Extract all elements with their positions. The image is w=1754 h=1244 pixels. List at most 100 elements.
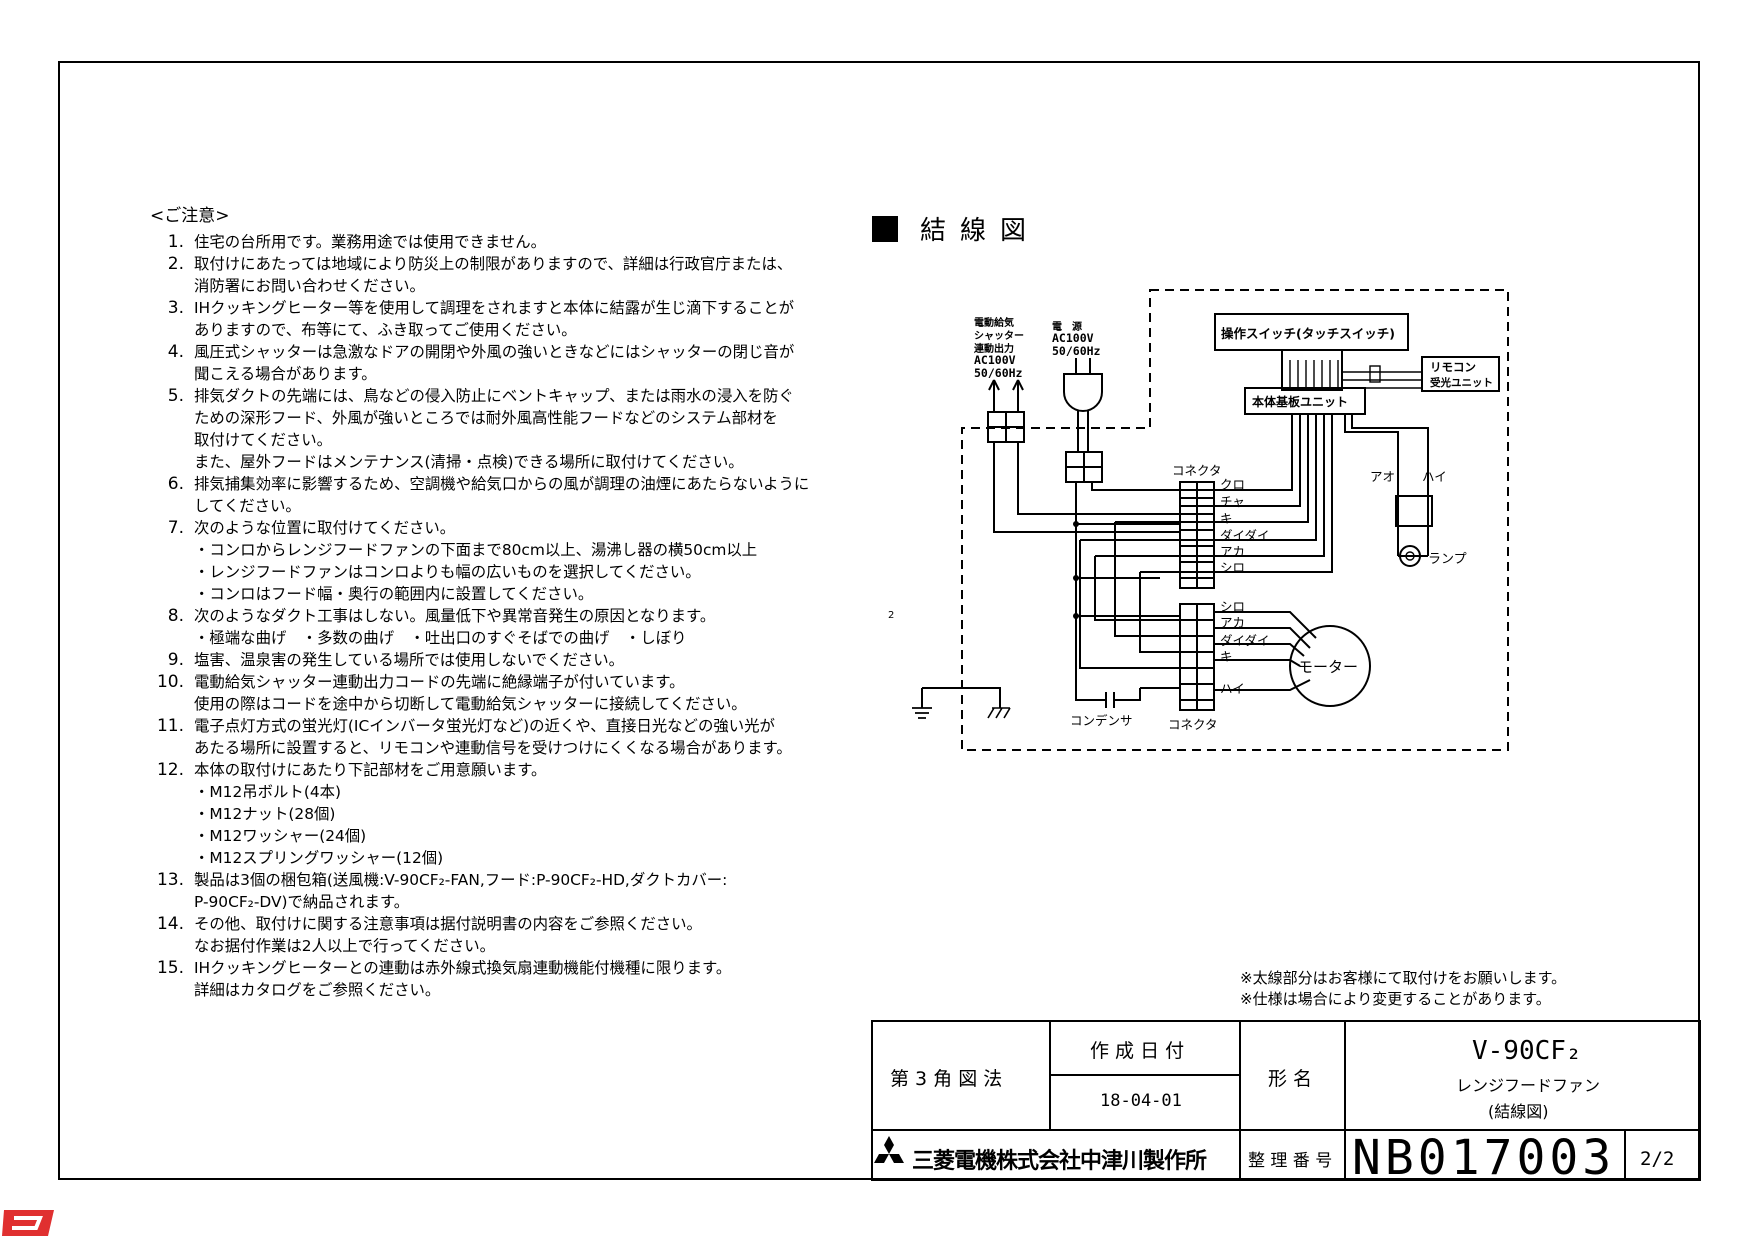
capacitor-label: コンデンサ [1070, 713, 1133, 728]
lamp-wire-gray: ハイ [1422, 469, 1447, 484]
diagram-title-text: 結線図 [920, 216, 1041, 246]
mitsubishi-logo-icon [872, 1136, 906, 1170]
lamp-connector [1395, 495, 1433, 527]
caution-notes: <ご注意> 1.住宅の台所用です。業務用途では使用できません。2.取付けにあたっ… [150, 205, 850, 1001]
lamp-label: ランプ [1428, 552, 1467, 567]
caution-list: 1.住宅の台所用です。業務用途では使用できません。2.取付けにあたっては地域によ… [150, 231, 850, 1001]
connector-bottom-label: コネクタ [1168, 717, 1218, 732]
caution-line: 消防署にお問い合わせください。 [194, 277, 425, 295]
caution-number: 12. [156, 760, 184, 780]
caution-item: 12.本体の取付けにあたり下記部材をご用意願います。・M12吊ボルト(4本)・M… [150, 759, 850, 869]
remote-label-1: リモコン [1430, 360, 1476, 374]
caution-number: 11. [156, 716, 184, 736]
caution-line: 風圧式シャッターは急激なドアの開閉や外風の強いときなどにはシャッターの閉じ音が [194, 343, 795, 361]
motor-label: モーター [1298, 658, 1359, 676]
caution-line: 聞こえる場合があります。 [194, 365, 377, 383]
caution-line: 詳細はカタログをご参照ください。 [194, 981, 441, 999]
caution-line: ありますので、布等にて、ふき取ってご使用ください。 [194, 321, 577, 339]
wire-top-label: クロ [1220, 477, 1246, 492]
board-box [1244, 387, 1366, 415]
caution-line: 電子点灯方式の蛍光灯(ICインバータ蛍光灯など)の近くや、直接日光などの強い光が [194, 717, 775, 735]
caution-line: あたる場所に設置すると、リモコンや連動信号を受けつけにくくなる場合があります。 [194, 739, 792, 757]
shutter-label-line: シャッター [974, 331, 1024, 342]
wire-top-label: キ [1220, 511, 1233, 526]
caution-line: 次のような位置に取付けてください。 [194, 519, 456, 537]
projection-method: 第 3 角 図 法 [890, 1068, 1003, 1090]
caution-line: IHクッキングヒーター等を使用して調理をされますと本体に結露が生じ滴下することが [194, 299, 795, 317]
footnotes: ※太線部分はお客様にて取付けをお願いします。 ※仕様は場合により変更することがあ… [1240, 968, 1566, 1010]
caution-number: 2. [167, 254, 184, 274]
caution-item: 3. IHクッキングヒーター等を使用して調理をされますと本体に結露が生じ滴下するこ… [150, 297, 850, 341]
caution-number: 9. [167, 650, 184, 670]
power-plug-icon [1063, 373, 1103, 412]
caution-item: 5. 排気ダクトの先端には、鳥などの侵入防止にベントキャップ、または雨水の浸入を防… [150, 385, 850, 473]
caution-number: 6. [167, 474, 184, 494]
wire-top-label: ダイダイ [1220, 528, 1270, 543]
caution-line: 排気捕集効率に影響するため、空調機や給気口からの風が調理の油煙にあたらないように [194, 475, 810, 493]
created-date: 18-04-01 [1100, 1091, 1182, 1111]
caution-line: 塩害、温泉害の発生している場所では使用しないでください。 [194, 651, 625, 669]
title-square-icon [872, 215, 898, 242]
title-block [871, 1020, 1701, 1181]
drawing-kind: (結線図) [1488, 1102, 1549, 1121]
caution-number: 10. [156, 672, 184, 692]
power-label-line: AC100V [1052, 331, 1094, 345]
caution-item: 4. 風圧式シャッターは急激なドアの開閉や外風の強いときなどにはシャッターの閉じ音… [150, 341, 850, 385]
caution-item: 6. 排気捕集効率に影響するため、空調機や給気口からの風が調理の油煙にあたらないよ… [150, 473, 850, 517]
wire-top-label: アカ [1220, 544, 1246, 559]
caution-line: ・レンジフードファンはコンロよりも幅の広いものを選択してください。 [194, 563, 701, 581]
motor-icon [1289, 625, 1371, 707]
caution-line: 排気ダクトの先端には、鳥などの侵入防止にベントキャップ、または雨水の浸入を防ぐ [194, 387, 794, 405]
caution-line: 使用の際はコードを途中から切断して電動給気シャッターに接続してください。 [194, 695, 747, 713]
caution-line: 本体の取付けにあたり下記部材をご用意願います。 [194, 761, 547, 779]
corner-logo-icon [0, 1206, 60, 1244]
caution-item: 10. 電動給気シャッター連動出力コードの先端に絶縁端子が付いています。使用の際は… [150, 671, 850, 715]
caution-number: 8. [167, 606, 184, 626]
caution-number: 3. [167, 298, 184, 318]
caution-item: 15. IHクッキングヒーターとの連動は赤外線式換気扇連動機能付機種に限ります。詳… [150, 957, 850, 1001]
switch-label: 操作スイッチ(タッチスイッチ) [1221, 326, 1395, 341]
caution-item: 13.製品は3個の梱包箱(送風機:V-90CF₂-FAN,フード:P-90CF₂… [150, 869, 850, 913]
shutter-label-line: 50/60Hz [974, 366, 1023, 380]
caution-line: ・コンロからレンジフードファンの下面まで80cm以上、湯沸し器の横50cm以上 [194, 541, 758, 559]
created-label: 作 成 日 付 [1090, 1040, 1185, 1062]
switch-ribbon [1281, 349, 1343, 391]
caution-line: また、屋外フードはメンテナンス(清掃・点検)できる場所に取付けてください。 [194, 453, 744, 471]
caution-item: 14.その他、取付けに関する注意事項は据付説明書の内容をご参照ください。なお据付… [150, 913, 850, 957]
model-number: V-90CF₂ [1472, 1036, 1582, 1066]
company-name: 三菱電機株式会社中津川製作所 [912, 1149, 1207, 1174]
caution-line: ・M12ナット(28個) [194, 805, 336, 823]
remote-box [1421, 356, 1500, 392]
caution-item: 1.住宅の台所用です。業務用途では使用できません。 [150, 231, 850, 253]
product-name: レンジフードファン [1456, 1076, 1601, 1095]
caution-line: ための深形フード、外風が強いところでは耐外風高性能フードなどのシステム部材を [194, 409, 778, 427]
shutter-label-line: AC100V [974, 353, 1016, 367]
caution-line: ・M12スプリングワッシャー(12個) [194, 849, 444, 867]
wire-top-label: チャ [1220, 494, 1245, 509]
wire-bottom-label: ダイダイ [1220, 633, 1270, 648]
footnote-1: ※太線部分はお客様にて取付けをお願いします。 [1240, 969, 1567, 987]
wire-bottom-label: ハイ [1220, 681, 1245, 696]
caution-item: 8.次のようなダクト工事はしない。風量低下や異常音発生の原因となります。・極端な… [150, 605, 850, 649]
number-label: 整 理 番 号 [1248, 1151, 1333, 1171]
caution-title: <ご注意> [150, 206, 230, 226]
caution-number: 15. [156, 958, 184, 978]
wire-bottom-label: キ [1220, 649, 1233, 664]
stray-mark: 2 [888, 610, 895, 621]
power-label-line: 50/60Hz [1052, 344, 1101, 358]
caution-line: 電動給気シャッター連動出力コードの先端に絶縁端子が付いています。 [194, 673, 685, 691]
wire-bottom-label: アカ [1220, 615, 1246, 630]
caution-number: 5. [167, 386, 184, 406]
model-label: 形 名 [1268, 1068, 1313, 1090]
caution-line: ・コンロはフード幅・奥行の範囲内に設置してください。 [194, 585, 594, 603]
caution-line: ・M12ワッシャー(24個) [194, 827, 367, 845]
wire-top-label: シロ [1220, 560, 1246, 575]
caution-item: 7.次のような位置に取付けてください。・コンロからレンジフードファンの下面まで8… [150, 517, 850, 605]
caution-line: 取付けてください。 [194, 431, 333, 449]
caution-line: IHクッキングヒーターとの連動は赤外線式換気扇連動機能付機種に限ります。 [194, 959, 732, 977]
shutter-label-line: 電動給気 [974, 318, 1014, 329]
power-label-line: 電 源 [1052, 322, 1082, 333]
caution-line: ・極端な曲げ ・多数の曲げ ・吐出口のすぐそばでの曲げ ・しぼり [194, 629, 687, 647]
caution-number: 4. [167, 342, 184, 362]
